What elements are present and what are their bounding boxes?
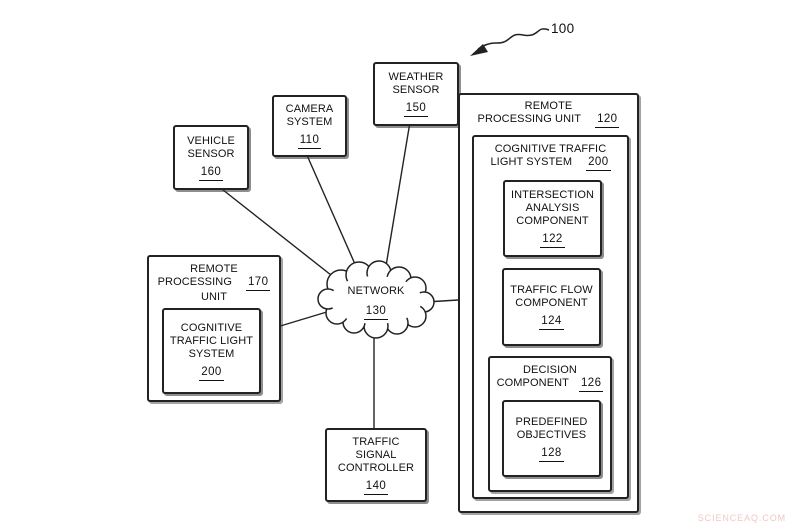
node-ref: 200 — [586, 156, 611, 171]
node-ref: 122 — [540, 233, 565, 248]
node-label: TRAFFIC FLOW COMPONENT — [510, 284, 593, 309]
node-ref: 170 — [245, 276, 271, 291]
panel-title: COGNITIVE TRAFFIC LIGHT SYSTEM 200 — [474, 137, 627, 171]
node-ref: 140 — [363, 480, 389, 495]
title-line: REMOTE — [524, 100, 573, 112]
title-line-with-ref: COMPONENT 126 — [490, 377, 610, 392]
node-label: NETWORK — [347, 285, 405, 297]
node-label: INTERSECTION ANALYSIS COMPONENT — [510, 189, 595, 227]
node-ref: 128 — [539, 447, 564, 462]
network-cloud-icon — [317, 260, 435, 339]
node-vehicle-sensor: VEHICLE SENSOR 160 — [173, 125, 249, 190]
watermark: SCIENCEAQ.COM — [697, 513, 786, 523]
title-line-with-ref: PROCESSING 170 — [149, 276, 279, 291]
connector-weather-network — [383, 121, 411, 279]
node-remote-processing-unit-120: REMOTE PROCESSING UNIT 120 COGNITIVE TRA… — [458, 93, 639, 513]
title-line-with-ref: LIGHT SYSTEM 200 — [474, 156, 627, 171]
node-traffic-flow-component: TRAFFIC FLOW COMPONENT 124 — [502, 268, 601, 346]
node-ref: 126 — [579, 377, 604, 392]
figure-ref-arrow-icon — [470, 28, 550, 56]
node-camera-system: CAMERA SYSTEM 110 — [272, 95, 347, 157]
node-ref: 124 — [539, 315, 564, 330]
node-traffic-signal-controller: TRAFFIC SIGNAL CONTROLLER 140 — [325, 428, 427, 502]
node-intersection-analysis-component: INTERSECTION ANALYSIS COMPONENT 122 — [503, 180, 602, 257]
node-cognitive-traffic-light-system-right: COGNITIVE TRAFFIC LIGHT SYSTEM 200 INTER… — [472, 135, 629, 499]
title-line: COMPONENT — [496, 377, 569, 389]
node-label: COGNITIVE TRAFFIC LIGHT SYSTEM — [169, 321, 254, 360]
node-ref: 200 — [199, 366, 224, 381]
node-label: TRAFFIC SIGNAL CONTROLLER — [337, 435, 415, 474]
panel-title: REMOTE PROCESSING 170 UNIT — [149, 257, 279, 304]
node-network: NETWORK 130 — [330, 285, 422, 320]
panel-title: DECISION COMPONENT 126 — [490, 358, 610, 392]
title-line: PROCESSING — [157, 276, 232, 288]
title-line: PROCESSING UNIT — [477, 113, 582, 125]
node-label: WEATHER SENSOR — [388, 71, 444, 96]
title-line: UNIT — [200, 291, 228, 303]
node-label: VEHICLE SENSOR — [187, 134, 235, 160]
node-label: PREDEFINED OBJECTIVES — [515, 415, 588, 441]
node-weather-sensor: WEATHER SENSOR 150 — [373, 62, 459, 126]
title-line: COGNITIVE TRAFFIC — [494, 143, 607, 155]
node-cognitive-traffic-light-system-left: COGNITIVE TRAFFIC LIGHT SYSTEM 200 — [162, 308, 261, 394]
node-ref: 130 — [363, 305, 389, 320]
node-remote-processing-unit-170: REMOTE PROCESSING 170 UNIT COGNITIVE TRA… — [147, 255, 281, 402]
title-line: DECISION — [523, 364, 577, 376]
node-ref: 110 — [297, 134, 322, 149]
title-line-with-ref: PROCESSING UNIT 120 — [460, 113, 637, 128]
node-label: CAMERA SYSTEM — [285, 103, 334, 128]
arrowhead-icon — [470, 44, 488, 56]
connector-lines — [217, 121, 459, 428]
figure-ref-label: 100 — [551, 21, 575, 36]
node-predefined-objectives: PREDEFINED OBJECTIVES 128 — [502, 400, 601, 477]
node-ref: 120 — [595, 113, 620, 128]
node-ref: 150 — [403, 102, 429, 117]
connector-vehicle-network — [217, 185, 351, 291]
title-line: LIGHT SYSTEM — [490, 156, 573, 168]
node-ref: 160 — [198, 166, 224, 181]
panel-title: REMOTE PROCESSING UNIT 120 — [460, 95, 637, 128]
title-line: REMOTE — [190, 263, 238, 275]
node-decision-component: DECISION COMPONENT 126 PREDEFINED OBJECT… — [488, 356, 612, 492]
connector-camera-network — [305, 152, 363, 281]
